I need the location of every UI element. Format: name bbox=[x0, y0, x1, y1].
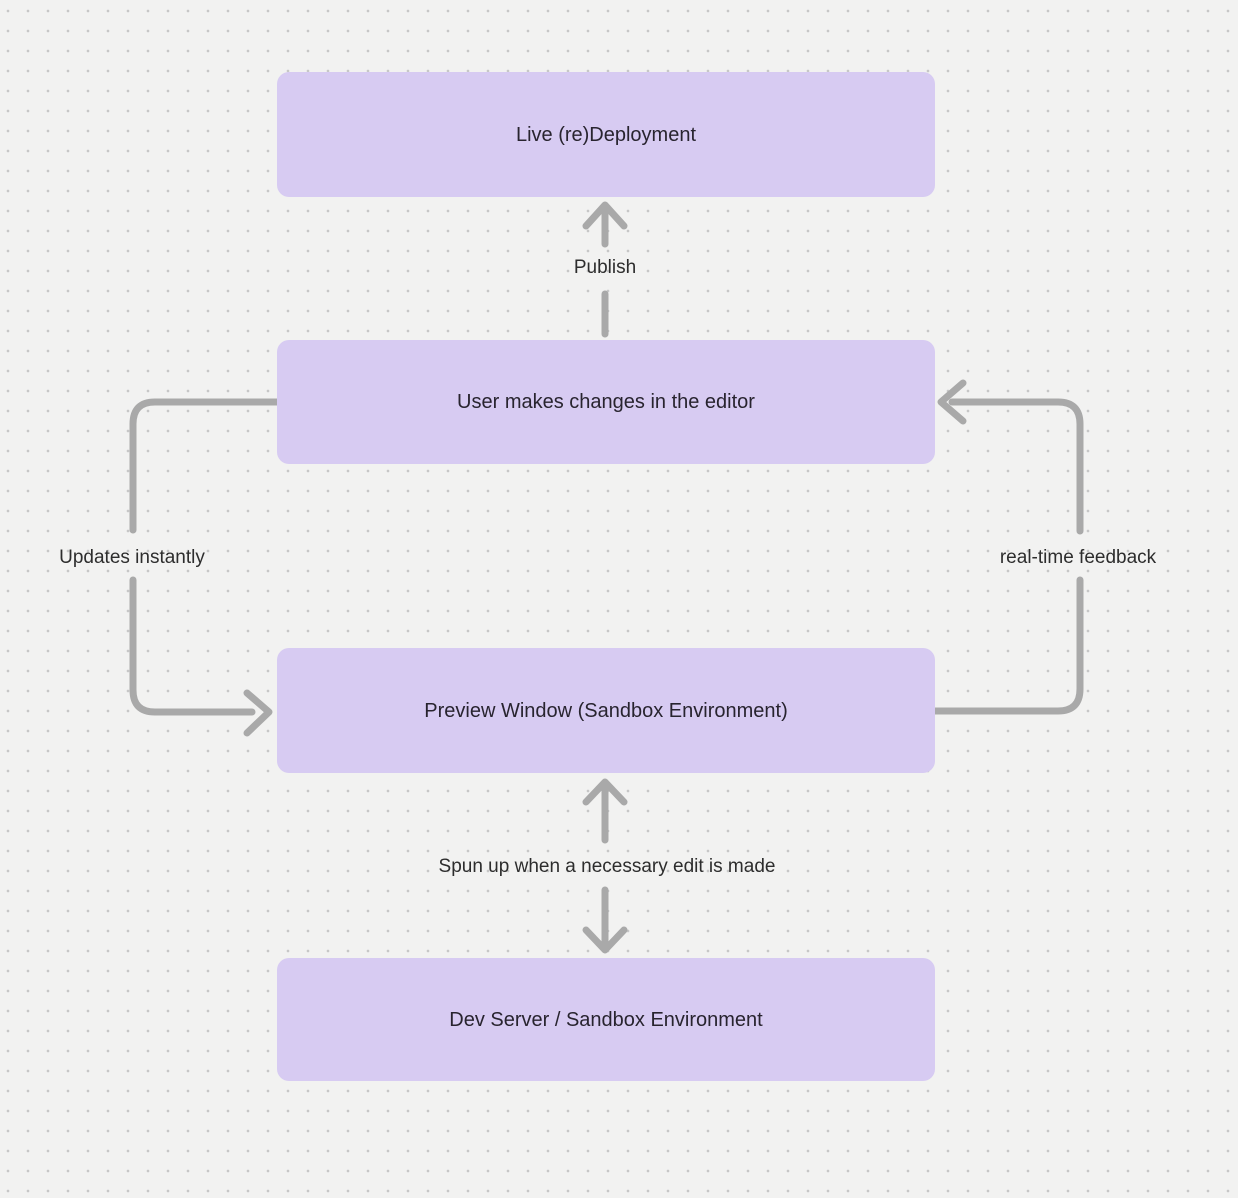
edge-label-realtime-feedback: real-time feedback bbox=[999, 547, 1157, 568]
node-preview-window: Preview Window (Sandbox Environment) bbox=[277, 648, 935, 773]
node-label: Live (re)Deployment bbox=[515, 123, 697, 146]
node-user-editor: User makes changes in the editor bbox=[277, 340, 935, 464]
node-label: User makes changes in the editor bbox=[457, 391, 755, 413]
edge-label-updates-instantly: Updates instantly bbox=[59, 547, 205, 568]
publish-arrow bbox=[582, 201, 628, 338]
edge-label-publish: Publish bbox=[573, 257, 637, 278]
node-live-redeployment: Live (re)Deployment bbox=[277, 72, 935, 197]
node-label: Preview Window (Sandbox Environment) bbox=[424, 699, 788, 722]
edge-label-spun-up: Spun up when a necessary edit is made bbox=[438, 856, 776, 877]
spun-up-arrow bbox=[582, 778, 628, 954]
node-dev-server: Dev Server / Sandbox Environment bbox=[277, 958, 935, 1081]
realtime-feedback-arrow bbox=[931, 379, 1084, 715]
updates-instantly-arrow bbox=[129, 398, 281, 737]
node-label: Dev Server / Sandbox Environment bbox=[449, 1008, 763, 1031]
